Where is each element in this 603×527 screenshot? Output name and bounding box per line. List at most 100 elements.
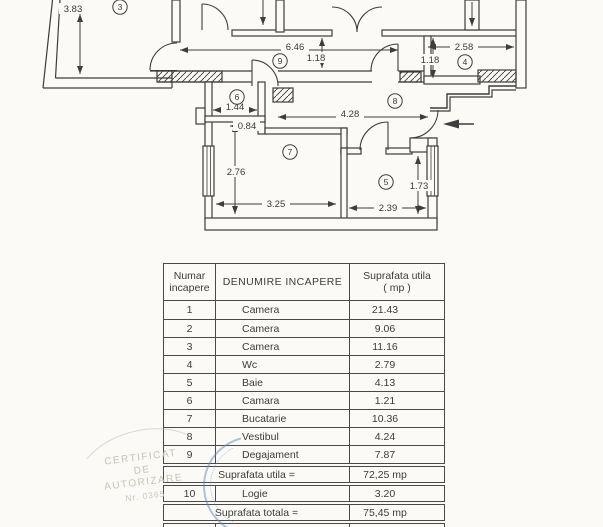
room-name-text: Degajament — [242, 448, 299, 461]
table-row: 5 Baie 4.13 — [164, 373, 444, 391]
header-room-name-text: DENUMIRE INCAPERE — [222, 276, 343, 288]
room-3-label: 3 — [118, 2, 123, 12]
cell-room-number: 2 — [164, 320, 216, 337]
room-name-text: Baie — [242, 376, 264, 389]
cell-room-name: Logie — [216, 486, 350, 501]
table-body: 1 Camera 21.43 2 Camera 9.06 3 Camera 11… — [164, 301, 444, 463]
room-9-marker: 9 — [272, 53, 288, 69]
total-value: 75,45 mp — [363, 506, 407, 519]
cell-room-number: 5 — [164, 374, 216, 391]
room-3-marker: 3 — [112, 0, 128, 15]
dim-118a-label: 1.18 — [307, 53, 326, 64]
table-row: 9 Degajament 7.87 — [164, 445, 444, 463]
cell-room-name: Degajament — [216, 446, 350, 463]
table-row: 4 Wc 2.79 — [164, 355, 444, 373]
room-4-marker: 4 — [457, 54, 473, 70]
dim-258-label: 2.58 — [455, 42, 474, 53]
cell-area: 11.16 — [372, 340, 398, 353]
entrance-arrow-icon — [443, 119, 474, 129]
dim-173-label: 1.73 — [410, 181, 429, 192]
partial-cell — [216, 524, 350, 527]
cell-area: 21.43 — [371, 304, 399, 316]
dim-646-label: 6.46 — [286, 42, 305, 53]
partial-dimension-leaders — [260, 0, 475, 26]
room-name-text: Vestibul — [242, 430, 279, 443]
cell-area: 1.21 — [374, 394, 396, 407]
room-name-text: Logie — [242, 487, 268, 500]
room-name-text: Camara — [242, 394, 280, 407]
dim-276-label: 2.76 — [227, 167, 246, 178]
room-7-marker: 7 — [282, 144, 298, 160]
cell-area: 10.36 — [371, 412, 399, 425]
table-row: 3 Camera 11.16 — [164, 337, 444, 355]
dim-428-label: 4.28 — [341, 109, 360, 120]
cell-room-number: 6 — [164, 392, 216, 409]
room-7-label: 7 — [288, 147, 293, 157]
table-row: 6 Camara 1.21 — [164, 391, 444, 409]
cell-room-name: Camera — [216, 338, 350, 355]
cell-room-name: Bucatarie — [216, 410, 350, 427]
room-6-label: 6 — [235, 92, 240, 102]
room-4-label: 4 — [463, 57, 468, 67]
dim-084-label: 0.84 — [238, 121, 257, 132]
partial-next-row — [163, 523, 445, 527]
cell-area: 2.79 — [374, 358, 396, 371]
cell-room-number: 4 — [164, 356, 216, 373]
dim-325-label: 3.25 — [267, 199, 286, 210]
dimension-labels: 3.83 6.46 1.18 2.58 1.18 1.44 0.84 4.28 … — [64, 4, 474, 214]
room-5-marker: 5 — [378, 174, 394, 190]
header-room-number: Numar incapere — [164, 264, 216, 300]
cell-area: 4.24 — [374, 430, 396, 443]
room-name-text: Camera — [242, 304, 280, 316]
dim-239-label: 2.39 — [379, 203, 398, 214]
header-room-number-line2: incapere — [169, 282, 210, 294]
cell-area: 4.13 — [374, 376, 396, 389]
cell-area: 7.87 — [374, 448, 396, 461]
cell-room-name: Camara — [216, 392, 350, 409]
room-5-label: 5 — [384, 177, 389, 187]
header-area-line1: Suprafata utila — [363, 270, 431, 282]
subtotal-value: 72,25 mp — [363, 468, 407, 481]
room-6-marker: 6 — [229, 89, 245, 105]
cell-room-name: Camera — [216, 301, 350, 319]
cell-room-number: 8 — [164, 428, 216, 445]
room-name-text: Wc — [242, 358, 258, 371]
logie-row: 10 Logie 3.20 — [163, 485, 445, 502]
dim-144-label: 1.44 — [226, 102, 245, 113]
cell-room-name: Baie — [216, 374, 350, 391]
total-row: Suprafata totala = 75,45 mp — [163, 504, 445, 521]
room-8-label: 8 — [393, 96, 398, 106]
dimension-label-backgrounds — [59, 3, 478, 213]
room-9-label: 9 — [278, 56, 283, 66]
floor-plan: 3.83 6.46 1.18 2.58 1.18 1.44 0.84 4.28 … — [42, 0, 527, 231]
table-main: Numar incapere DENUMIRE INCAPERE Suprafa… — [163, 263, 445, 464]
dim-383-label: 3.83 — [64, 4, 83, 15]
cell-room-name: Camera — [216, 320, 350, 337]
header-area: Suprafata utila ( mp ) — [350, 264, 444, 300]
dim-118b-label: 1.18 — [421, 55, 440, 66]
table-row: 2 Camera 9.06 — [164, 319, 444, 337]
cell-area: 3.20 — [374, 487, 396, 500]
table-header-row: Numar incapere DENUMIRE INCAPERE Suprafa… — [164, 264, 444, 301]
cell-room-number: 7 — [164, 410, 216, 427]
partial-cell — [164, 524, 216, 527]
cell-room-name: Vestibul — [216, 428, 350, 445]
walls — [42, 0, 527, 231]
room-schedule-table: Numar incapere DENUMIRE INCAPERE Suprafa… — [163, 263, 445, 527]
total-label: Suprafata totala = — [164, 505, 350, 520]
cell-room-name: Wc — [216, 356, 350, 373]
room-numbers: 3 9 4 6 8 7 5 — [112, 0, 473, 190]
table-row: 7 Bucatarie 10.36 — [164, 409, 444, 427]
blue-seal-inner-arc — [210, 448, 239, 522]
header-room-number-line1: Numar — [173, 270, 206, 282]
header-room-name: DENUMIRE INCAPERE — [216, 264, 350, 300]
cell-room-number: 3 — [164, 338, 216, 355]
room-8-marker: 8 — [387, 93, 403, 109]
room-name-text: Camera — [242, 340, 280, 353]
cell-room-number: 1 — [164, 301, 216, 319]
room-name-text: Camera — [242, 322, 280, 335]
table-row: 8 Vestibul 4.24 — [164, 427, 444, 445]
cell-area: 9.06 — [374, 322, 396, 335]
room-name-text: Bucatarie — [242, 412, 287, 425]
